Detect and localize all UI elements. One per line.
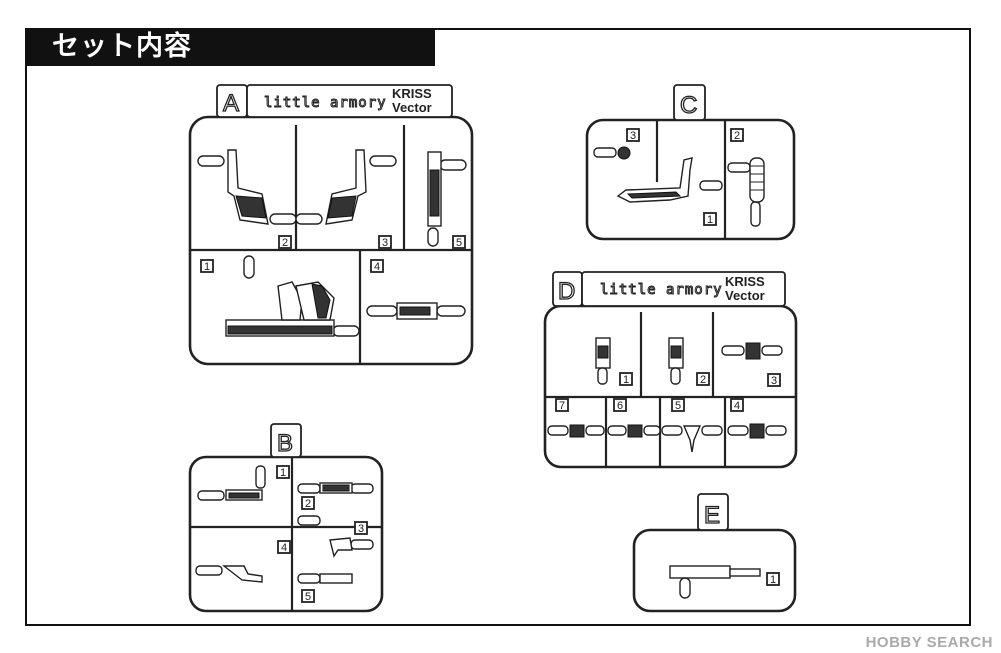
runner-c-part-1: 1 xyxy=(707,214,713,226)
watermark: HOBBY SEARCH xyxy=(865,634,993,651)
part-d5 xyxy=(682,425,702,453)
runner-a-name-plate xyxy=(246,84,453,118)
runner-d-name-plate xyxy=(581,271,786,307)
runner-b-part-1: 1 xyxy=(280,467,286,479)
part-d7 xyxy=(569,424,585,438)
runner-b-letter-tab xyxy=(270,423,302,458)
runner-d: D little armory KRISS Vector 1 xyxy=(543,271,798,469)
runner-d-part-4: 4 xyxy=(734,400,740,412)
runner-d-logo: little armory xyxy=(600,282,723,298)
runner-d-part-2: 2 xyxy=(700,374,706,386)
runner-e: E 1 xyxy=(632,493,797,613)
part-d4 xyxy=(749,423,765,439)
part-a2-receiver-left xyxy=(227,149,269,225)
runner-a-part-5: 5 xyxy=(456,237,462,249)
part-c3 xyxy=(617,146,631,160)
runner-d-part-7: 7 xyxy=(559,400,565,412)
runner-a-part-1: 1 xyxy=(204,261,210,273)
runner-b-part-4: 4 xyxy=(281,542,287,554)
part-b5 xyxy=(319,573,353,584)
runner-c-letter: C xyxy=(680,92,697,119)
runner-b: B 1 2 3 4 5 xyxy=(188,423,384,613)
page-title: セット内容 xyxy=(52,31,192,62)
content-frame xyxy=(25,28,971,626)
part-e1 xyxy=(669,565,731,579)
part-c1-stock xyxy=(616,157,693,203)
runner-b-part-5: 5 xyxy=(305,591,311,603)
runner-e-part-1: 1 xyxy=(770,574,776,586)
runner-d-part-1: 1 xyxy=(623,374,629,386)
runner-c-letter-tab xyxy=(673,84,706,121)
runner-c-part-2: 2 xyxy=(734,130,740,142)
part-d3 xyxy=(745,342,761,360)
runner-e-letter: E xyxy=(704,502,720,529)
part-c2-spring xyxy=(749,157,765,203)
runner-a-vector: Vector xyxy=(392,100,432,115)
runner-d-part-3: 3 xyxy=(771,375,777,387)
runner-b-part-2: 2 xyxy=(305,498,311,510)
part-b3 xyxy=(329,537,353,558)
part-a1-lower-frame xyxy=(225,281,335,337)
part-d6 xyxy=(627,424,643,438)
runner-a-letter: A xyxy=(223,90,239,117)
runner-d-kriss: KRISS xyxy=(725,274,765,289)
part-a4-magazine xyxy=(396,302,438,320)
runner-e-letter-tab xyxy=(697,493,729,531)
runner-a-part-4: 4 xyxy=(374,261,380,273)
part-a3-receiver-right xyxy=(325,149,367,225)
runner-a-kriss: KRISS xyxy=(392,86,432,101)
runner-d-part-5: 5 xyxy=(675,400,681,412)
title-bar xyxy=(25,28,435,66)
runner-d-vector: Vector xyxy=(725,288,765,303)
runner-c-part-3: 3 xyxy=(630,130,636,142)
runner-a-part-3: 3 xyxy=(382,237,388,249)
runner-b-letter: B xyxy=(277,430,293,457)
runner-c: C 3 2 1 xyxy=(585,84,796,241)
runner-d-part-6: 6 xyxy=(617,400,623,412)
runner-d-letter: D xyxy=(558,278,575,305)
part-b4 xyxy=(221,565,263,583)
runner-a-part-2: 2 xyxy=(282,237,288,249)
part-a5-barrel-shroud xyxy=(427,151,442,227)
runner-a: A little armory KRISS Vector xyxy=(188,84,474,366)
runner-a-logo: little armory xyxy=(264,95,387,111)
runner-b-part-3: 3 xyxy=(358,523,364,535)
